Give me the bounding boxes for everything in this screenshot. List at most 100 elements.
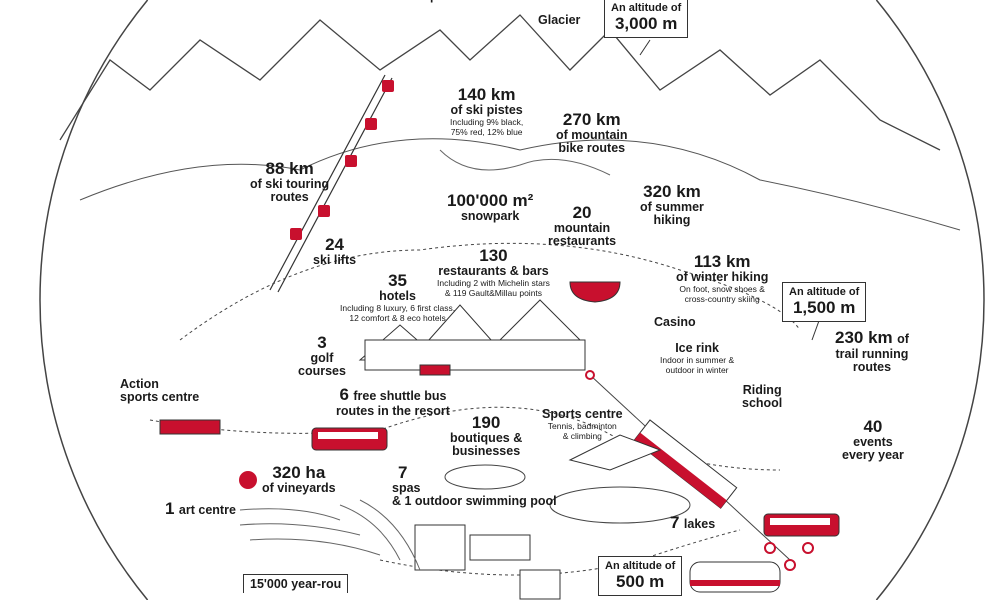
- stat-title: golf: [310, 350, 334, 365]
- stat-title: every year: [842, 447, 904, 462]
- sign-post: [639, 39, 651, 56]
- stat-title: routes in the resort: [336, 403, 450, 418]
- stat-value: 40: [863, 417, 883, 436]
- trail-running-stat: 230 km of trail running routes: [835, 329, 909, 374]
- stat-value: 88 km: [265, 159, 314, 178]
- stat-note: & climbing: [562, 431, 602, 442]
- bus-icon: [311, 427, 388, 451]
- spas-stat: 7 spas & 1 outdoor swimming pool: [392, 464, 557, 508]
- residents-sign: 15'000 year-rou: [243, 574, 349, 593]
- ski-touring-stat: 88 km of ski touring routes: [250, 160, 329, 204]
- stat-value: 113 km: [693, 252, 751, 271]
- stat-value: 3: [317, 333, 327, 352]
- stat-title: events: [853, 434, 893, 449]
- station-marker: [585, 370, 595, 380]
- stat-title: art centre: [178, 503, 236, 517]
- stat-note: Indoor in summer &: [660, 355, 735, 366]
- stat-title: school: [742, 396, 783, 411]
- stat-title: free shuttle bus: [353, 389, 447, 403]
- stat-title: Riding: [742, 383, 782, 397]
- mountain-restaurants-stat: 20 mountain restaurants: [548, 204, 616, 248]
- stat-value: 130: [479, 246, 508, 265]
- stat-note: Including 9% black,: [450, 116, 524, 127]
- winter-hiking-stat: 113 km of winter hiking On foot, snow sh…: [676, 252, 769, 305]
- stat-title: of ski pistes: [450, 102, 523, 117]
- bus-icon: [763, 513, 840, 537]
- altitude-sign-1500: An altitude of 1,500 m: [782, 282, 867, 322]
- bike-routes-stat: 270 km of mountain bike routes: [556, 111, 628, 155]
- altitude-caption: An altitude of: [789, 286, 860, 298]
- altitude-value: 500 m: [616, 572, 665, 591]
- map-circle-right: [875, 0, 985, 600]
- stat-value: 35: [388, 271, 408, 290]
- lakes-stat: 7 lakes: [670, 514, 715, 533]
- stat-title: Action: [120, 377, 159, 391]
- mountain-ridge: [59, 14, 941, 151]
- ice-rink-stat: Ice rink Indoor in summer & outdoor in w…: [660, 341, 735, 376]
- stat-value: 140 km: [457, 85, 516, 104]
- stat-title: boutiques &: [450, 430, 523, 445]
- stat-value: 100'000 m²: [447, 191, 534, 210]
- gondola-icons: [290, 80, 394, 240]
- stat-note: outdoor in winter: [665, 365, 729, 376]
- ski-pistes-stat: 140 km of ski pistes Including 9% black,…: [450, 85, 524, 138]
- stat-title: ski lifts: [313, 252, 357, 267]
- stat-title: Sports centre: [542, 407, 623, 421]
- trail-path: [179, 242, 801, 341]
- altitude-caption: An altitude of: [611, 2, 682, 14]
- station-marker: [764, 542, 776, 554]
- altitude-sign-3000: An altitude of 3,000 m: [604, 0, 689, 38]
- stat-title: lakes: [683, 517, 716, 531]
- vineyards-stat: 320 ha of vineyards: [262, 464, 336, 495]
- stat-value: 6: [339, 385, 349, 404]
- grapes-icon: [239, 471, 257, 489]
- stat-value: 320 ha: [272, 463, 326, 482]
- trail-path: [379, 529, 741, 576]
- stat-title: of winter hiking: [676, 269, 769, 284]
- stat-value: 7: [398, 463, 408, 482]
- restaurants-stat: 130 restaurants & bars Including 2 with …: [437, 246, 550, 299]
- sports-hall-icon: [568, 434, 662, 471]
- stat-value: 24: [325, 235, 344, 254]
- stat-note: & 119 Gault&Millau points: [444, 288, 543, 299]
- boutiques-stat: 190 boutiques & businesses: [450, 414, 522, 458]
- stat-value: 320 km: [643, 182, 701, 201]
- peaks-label: peaks: [430, 0, 464, 3]
- stat-title: businesses: [452, 443, 521, 458]
- stat-title: routes: [270, 189, 309, 204]
- hotels-stat: 35 hotels Including 8 luxury, 6 first cl…: [340, 271, 456, 324]
- train-icon: [689, 561, 781, 593]
- stat-title: Ice rink: [675, 341, 719, 355]
- stat-note: On foot, snow shoes &: [679, 283, 765, 294]
- stat-note: cross-country skiing: [684, 294, 760, 305]
- stat-title: bike routes: [558, 140, 626, 155]
- stat-note: Tennis, badminton: [547, 421, 617, 432]
- stat-value: 230 km: [835, 328, 893, 347]
- stat-title: hiking: [653, 212, 691, 227]
- residents-label: 15'000 year-rou: [250, 577, 342, 591]
- action-sports-label: Action sports centre: [120, 377, 199, 404]
- altitude-value: 3,000 m: [614, 14, 678, 33]
- fondue-icon: [569, 281, 621, 303]
- stat-title: of ski touring: [250, 176, 330, 191]
- vineyard-terraces: [239, 499, 421, 571]
- funicular-icon: [633, 419, 738, 509]
- glacier-line: [439, 149, 611, 176]
- stat-title: trail running: [835, 346, 909, 361]
- altitude-sign-500: An altitude of 500 m: [598, 556, 683, 596]
- snowpark-stat: 100'000 m² snowpark: [447, 192, 533, 223]
- stat-note: Including 8 luxury, 6 first class,: [340, 302, 456, 313]
- stat-title: of: [897, 332, 909, 346]
- map-circle-left: [39, 0, 149, 600]
- stat-value: 270 km: [562, 110, 621, 129]
- station-marker: [784, 559, 796, 571]
- stat-title: spas: [392, 480, 421, 495]
- glacier-label: Glacier: [538, 13, 581, 27]
- stat-note: 12 comfort & 8 eco hotels: [349, 313, 446, 324]
- altitude-caption: An altitude of: [605, 560, 676, 572]
- sports-centre-stat: Sports centre Tennis, badminton & climbi…: [542, 407, 623, 442]
- stat-title: snowpark: [460, 208, 520, 223]
- village-buildings: [358, 299, 586, 600]
- stat-value: 20: [572, 203, 592, 222]
